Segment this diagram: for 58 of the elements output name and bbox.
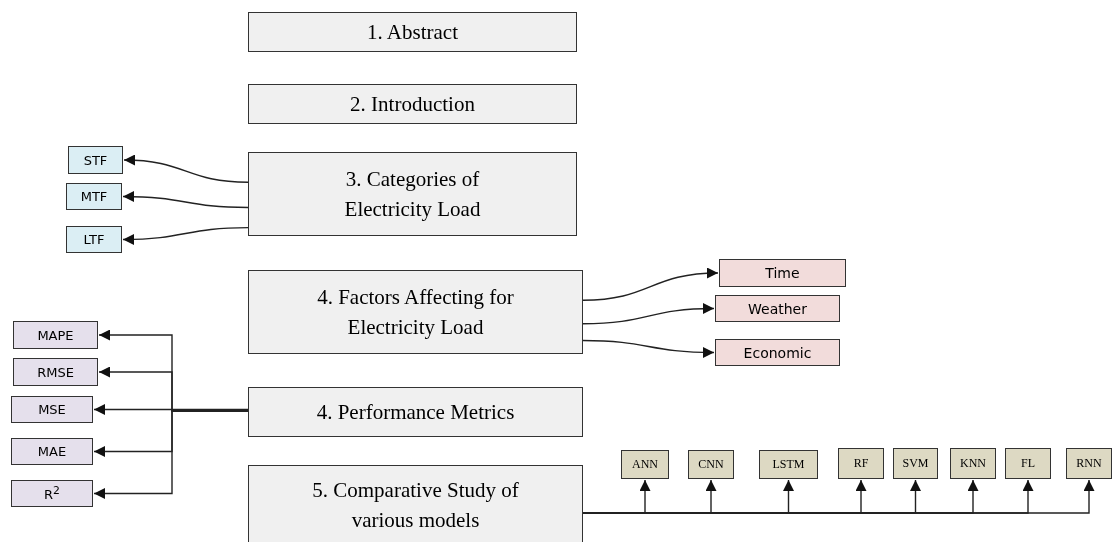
box-label: SVM	[902, 456, 929, 471]
metric-box	[13, 358, 98, 386]
box-label: RMSE	[37, 364, 74, 380]
box-label: MAE	[37, 444, 67, 459]
box-label: 4. Factors Affecting for Electricity Load	[316, 283, 515, 341]
category-box	[66, 183, 122, 210]
box-label: 1. Abstract	[367, 18, 458, 46]
factor-box	[715, 339, 840, 366]
metric-box	[11, 480, 93, 507]
section-box	[248, 12, 577, 52]
box-label: RF	[853, 456, 869, 471]
model-box	[893, 448, 938, 479]
model-box	[950, 448, 996, 479]
section-box	[248, 270, 583, 354]
box-label: KNN	[960, 456, 986, 471]
metric-box	[11, 438, 93, 465]
factor-box	[719, 259, 846, 287]
category-box	[68, 146, 123, 174]
box-label: STF	[83, 152, 108, 168]
arrow	[93, 410, 249, 499]
box-label: FL	[1021, 456, 1035, 471]
arrow	[123, 154, 249, 183]
box-label: Weather	[748, 300, 807, 317]
box-label: ANN	[632, 457, 658, 472]
box-label: R$^{2}$	[44, 484, 60, 503]
section-box	[248, 152, 577, 236]
box-label: Economic	[743, 344, 812, 361]
factor-box	[715, 295, 840, 322]
box-label: Time	[765, 265, 800, 281]
section-box	[248, 84, 577, 124]
box-label: RNN	[1076, 456, 1102, 471]
arrow	[122, 191, 249, 209]
model-box	[688, 450, 734, 479]
model-box	[1066, 448, 1112, 479]
box-label: MSE	[38, 402, 66, 417]
arrow	[93, 404, 249, 415]
model-box	[1005, 448, 1051, 479]
model-box	[621, 450, 669, 479]
metric-box	[11, 396, 93, 423]
box-label: 2. Introduction	[350, 90, 475, 118]
arrow	[582, 339, 715, 358]
arrow	[582, 303, 715, 325]
metric-box	[13, 321, 98, 349]
box-label: 5. Comparative Study of various models	[311, 476, 520, 534]
box-label: MTF	[80, 189, 108, 204]
box-label: LSTM	[772, 457, 805, 472]
arrow	[582, 267, 719, 301]
box-label: LTF	[83, 232, 105, 247]
category-box	[66, 226, 122, 253]
section-box	[248, 387, 583, 437]
model-box	[759, 450, 818, 479]
section-box	[248, 465, 583, 542]
model-box	[838, 448, 884, 479]
box-label: 3. Categories of Electricity Load	[343, 165, 482, 223]
box-label: CNN	[698, 457, 724, 472]
box-label: MAPE	[37, 327, 74, 343]
arrow	[122, 226, 249, 245]
box-label: 4. Performance Metrics	[316, 398, 515, 426]
